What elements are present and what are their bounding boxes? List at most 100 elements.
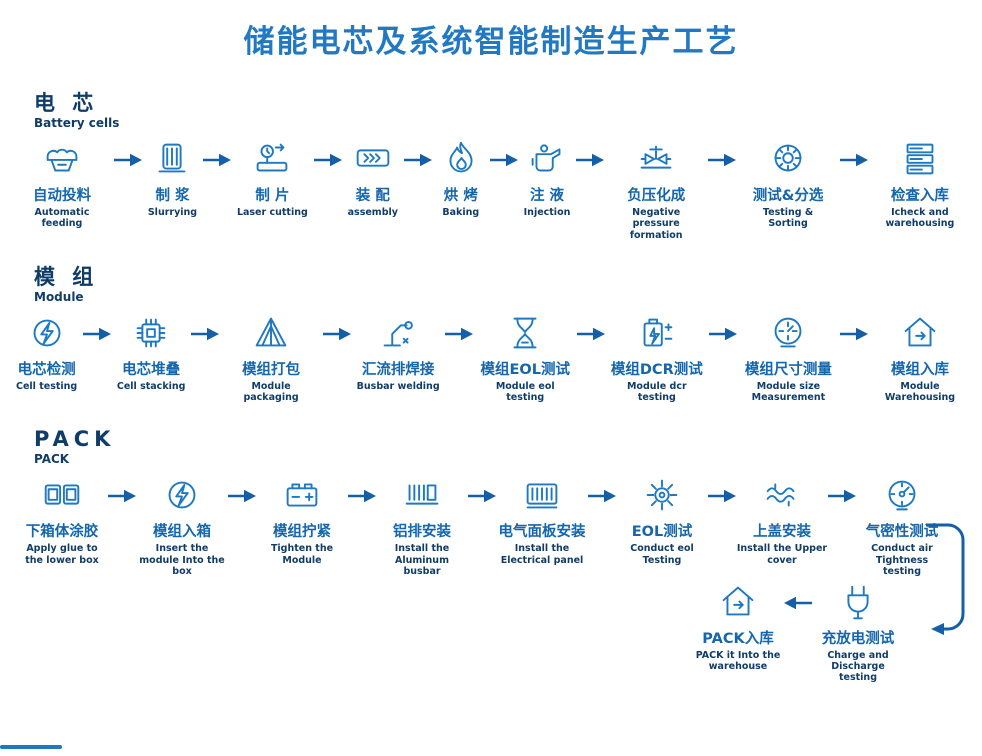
- process-step-tighten-module: 模组拧紧 Tighten the Module: [256, 472, 348, 566]
- flow-curve-connector: [926, 523, 965, 636]
- step-label-en: Busbar welding: [356, 380, 440, 392]
- section-heading-cn: PACK: [34, 427, 116, 452]
- step-label-cn: 下箱体涂胶: [25, 524, 99, 541]
- flow-arrow-icon: [708, 327, 737, 341]
- step-label-en: Module Warehousing: [884, 380, 956, 404]
- flow-arrow-icon: [489, 153, 518, 167]
- step-label-cn: 装 配: [355, 188, 390, 205]
- process-step-upper-cover: 上盖安装 Install the Upper cover: [736, 472, 828, 566]
- step-label-cn: 注 液: [529, 188, 565, 205]
- process-step-module-warehouse: 模组入库 Module Warehousing: [874, 310, 966, 403]
- step-label-en: Icheck and warehousing: [885, 207, 955, 230]
- step-label-en: Insert the module Into the box: [139, 543, 225, 577]
- charge-discharge-icon: [835, 579, 881, 625]
- process-step-electrical-panel: 电气面板安装 Install the Electrical panel: [496, 472, 588, 566]
- aluminum-busbar-icon: [399, 472, 445, 518]
- busbar-welding-icon: [375, 310, 421, 356]
- section-heading: 电 芯 Battery cells: [34, 91, 966, 130]
- injection-icon: [524, 136, 570, 182]
- flow-arrow-icon: [191, 327, 220, 341]
- step-label-en: Install the Electrical panel: [500, 543, 584, 566]
- module-packaging-icon: [248, 310, 294, 356]
- step-label-cn: EOL测试: [631, 524, 693, 541]
- eol-test-icon: [639, 472, 685, 518]
- step-label-en: Cell testing: [16, 380, 78, 392]
- assembly-icon: [350, 136, 396, 182]
- flow-arrow-icon: [313, 153, 342, 167]
- module-size-icon: [765, 310, 811, 356]
- step-label-cn: PACK入库: [702, 631, 774, 648]
- process-step-injection: 注 液 Injection: [523, 136, 571, 219]
- footer-accent-bar: [0, 745, 62, 749]
- step-label-en: Laser cutting: [236, 207, 308, 219]
- air-tightness-icon: [879, 472, 925, 518]
- flow-arrow-icon: [588, 489, 616, 503]
- process-step-cell-testing: 电芯检测 Cell testing: [16, 310, 77, 392]
- step-label-en: Injection: [523, 207, 571, 219]
- cell-stacking-icon: [128, 310, 174, 356]
- process-step-baking: 烘 烤 Baking: [438, 136, 484, 218]
- flow-arrow-left-icon: [784, 596, 812, 610]
- electrical-panel-icon: [519, 472, 565, 518]
- flow-arrow-icon: [403, 153, 432, 167]
- step-label-cn: 模组尺寸测量: [744, 361, 832, 378]
- step-label-cn: 模组拧紧: [273, 524, 331, 541]
- step-label-cn: 上盖安装: [753, 524, 811, 541]
- cell-testing-icon: [24, 310, 70, 356]
- baking-icon: [438, 136, 484, 182]
- pack-warehouse-icon: [715, 579, 761, 625]
- insert-module-icon: [159, 472, 205, 518]
- step-label-en: Install the Upper cover: [736, 543, 828, 566]
- step-label-en: Negative pressure formation: [629, 207, 683, 241]
- step-label-cn: 充放电测试: [821, 631, 895, 648]
- auto-feeding-icon: [39, 136, 85, 182]
- section-heading-en: Module: [34, 289, 84, 304]
- flow-arrow-icon: [576, 153, 605, 167]
- step-label-cn: 电芯检测: [17, 361, 76, 378]
- step-label-cn: 模组入库: [891, 361, 949, 378]
- step-label-cn: 检查入库: [890, 188, 949, 205]
- step-label-en: Baking: [442, 207, 480, 219]
- process-step-check-warehouse: 检查入库 Icheck and warehousing: [874, 136, 966, 229]
- step-label-cn: 电芯堆叠: [122, 361, 181, 378]
- step-label-en: Cell stacking: [116, 380, 186, 392]
- negative-pressure-icon: [633, 136, 679, 182]
- step-label-en: Module packaging: [243, 380, 299, 404]
- step-label-en: Tighten the Module: [270, 543, 334, 566]
- laser-cutting-icon: [249, 136, 295, 182]
- step-label-en: Slurrying: [147, 207, 198, 219]
- module-warehouse-icon: [897, 310, 943, 356]
- step-label-cn: 烘 烤: [443, 188, 478, 205]
- flow-arrow-icon: [203, 153, 232, 167]
- section-heading: PACK PACK: [34, 427, 966, 466]
- section-heading-en: PACK: [34, 452, 70, 467]
- flow-arrow-icon: [445, 327, 474, 341]
- slurrying-icon: [149, 136, 195, 182]
- flow-arrow-icon: [708, 489, 736, 503]
- step-label-cn: 电气面板安装: [498, 524, 586, 541]
- step-label-cn: 测试&分选: [752, 188, 824, 205]
- step-label-en: assembly: [347, 207, 398, 219]
- flow-arrow-icon: [322, 327, 351, 341]
- flow-arrow-icon: [83, 327, 112, 341]
- section-heading-en: Battery cells: [34, 116, 120, 131]
- flow-arrow-icon: [708, 153, 737, 167]
